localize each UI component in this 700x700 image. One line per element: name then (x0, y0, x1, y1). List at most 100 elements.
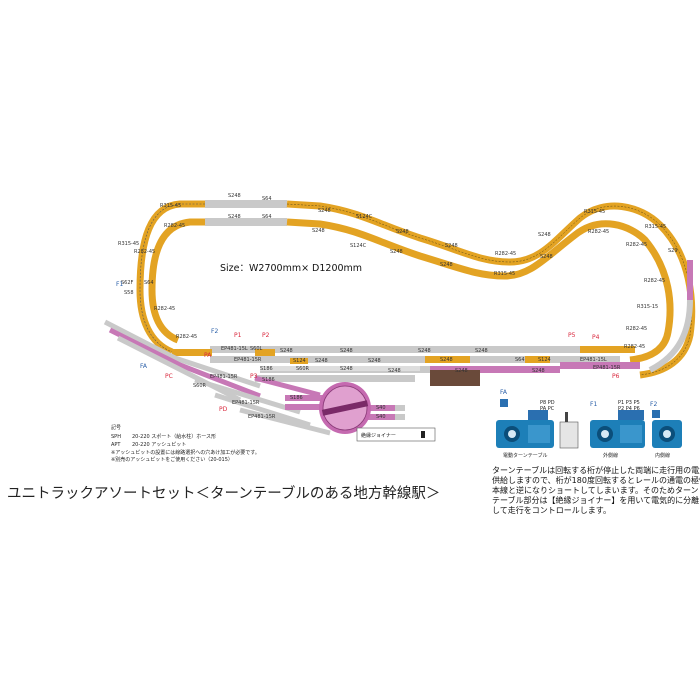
feeder-fa: FA (140, 363, 148, 370)
insulated-joiner-legend: 絶縁ジョイナー (356, 427, 436, 442)
svg-text:S248: S248 (455, 368, 468, 374)
svg-text:供給しますので、桁が180度回転するとレールの通電の極性が: 供給しますので、桁が180度回転するとレールの通電の極性が (492, 475, 700, 485)
svg-text:S248: S248 (368, 358, 381, 364)
svg-text:R315-45: R315-45 (118, 241, 139, 247)
svg-text:EP481-15R: EP481-15R (593, 365, 621, 371)
inner-line-controller (652, 420, 682, 448)
svg-text:S248: S248 (312, 228, 325, 234)
point-p4: P4 (592, 334, 600, 341)
svg-text:S60L: S60L (250, 346, 263, 352)
svg-text:S186: S186 (262, 377, 275, 383)
station-tracks (172, 346, 640, 386)
svg-text:S64: S64 (515, 357, 525, 363)
svg-text:R315-45: R315-45 (584, 209, 605, 215)
svg-text:R282-45: R282-45 (588, 229, 609, 235)
svg-text:S124: S124 (293, 358, 306, 364)
svg-text:S248: S248 (540, 254, 553, 260)
outer-line-controller (590, 420, 645, 448)
svg-text:S40: S40 (376, 405, 386, 411)
svg-text:EP481-15R: EP481-15R (232, 400, 260, 406)
svg-text:APT: APT (111, 442, 121, 448)
svg-text:SPH: SPH (111, 434, 121, 440)
svg-text:EP481-15R: EP481-15R (248, 414, 276, 420)
svg-text:して走行をコントロールします。: して走行をコントロールします。 (492, 505, 611, 515)
svg-text:内側線: 内側線 (655, 452, 670, 459)
svg-text:ターンテーブルは回転する桁が停止した両端に走行用の電力を: ターンテーブルは回転する桁が停止した両端に走行用の電力を (492, 465, 700, 475)
svg-text:R282-45: R282-45 (624, 344, 645, 350)
svg-text:記号: 記号 (111, 424, 121, 431)
svg-text:20-220 スポート（給水柱）ホース形: 20-220 スポート（給水柱）ホース形 (132, 433, 216, 440)
turntable (319, 382, 371, 434)
point-p5: P5 (568, 332, 576, 339)
point-p6: P6 (612, 373, 620, 380)
svg-text:電動ターンテーブル: 電動ターンテーブル (503, 452, 547, 459)
svg-text:EP481-15L: EP481-15L (221, 346, 248, 352)
s248-top-2 (205, 218, 287, 226)
svg-text:S124: S124 (538, 357, 551, 363)
point-pc: PC (165, 373, 173, 380)
svg-text:※別売のアッシュピットをご使用ください（20-015）: ※別売のアッシュピットをご使用ください（20-015） (111, 456, 233, 463)
svg-text:S248: S248 (388, 368, 401, 374)
svg-text:S186: S186 (290, 395, 303, 401)
legend: 記号 SPH 20-220 スポート（給水柱）ホース形 APT 20-220 ア… (111, 424, 260, 463)
outer-loop-track (136, 200, 696, 379)
svg-text:S40: S40 (376, 414, 386, 420)
svg-text:S64: S64 (144, 280, 154, 286)
svg-text:S64: S64 (262, 196, 272, 202)
feeder-fa-box (500, 399, 508, 407)
svg-text:S248: S248 (396, 229, 409, 235)
svg-text:P2 P4 P6: P2 P4 P6 (618, 406, 640, 412)
svg-text:※アッシュピットの設置には線路選択への穴あけ加工が必要です。: ※アッシュピットの設置には線路選択への穴あけ加工が必要です。 (111, 449, 260, 456)
turntable-unit (559, 421, 579, 449)
svg-text:本線と逆になりショートしてしまいます。そのためターン: 本線と逆になりショートしてしまいます。そのためターン (492, 485, 699, 495)
description: ターンテーブルは回転する桁が停止した両端に走行用の電力を 供給しますので、桁が1… (492, 465, 700, 515)
svg-text:R282-45: R282-45 (134, 249, 155, 255)
point-labels: P1 P2 P3 P4 P5 P6 PA PC PD (165, 332, 620, 413)
svg-text:EP481-15L: EP481-15L (580, 357, 607, 363)
svg-text:S60R: S60R (296, 366, 310, 372)
track-labels: S248 S64 S248 S64 S248 S248 S124C S124C … (118, 193, 678, 420)
svg-text:R315-45: R315-45 (160, 203, 181, 209)
svg-text:S248: S248 (440, 262, 453, 268)
svg-text:S248: S248 (532, 368, 545, 374)
svg-text:S248: S248 (280, 348, 293, 354)
svg-text:P8 PD: P8 PD (540, 400, 555, 406)
page-title: ユニトラックアソートセット＜ターンテーブルのある地方幹線駅＞ (7, 484, 440, 502)
svg-text:R282-45: R282-45 (626, 326, 647, 332)
svg-text:S248: S248 (390, 249, 403, 255)
svg-text:S186: S186 (260, 366, 273, 372)
svg-text:R315-15: R315-15 (637, 304, 658, 310)
svg-text:F1: F1 (590, 401, 597, 408)
svg-text:S248: S248 (340, 348, 353, 354)
svg-text:F2: F2 (650, 401, 657, 408)
controller-diagrams: FA P8 PD PA PC 電動ターンテーブル F1 P1 P3 P5 P2 … (496, 389, 682, 459)
point-pa: PA (204, 352, 212, 359)
yard-tracks (103, 319, 405, 436)
svg-text:S248: S248 (440, 357, 453, 363)
svg-text:EP481-15R: EP481-15R (210, 374, 238, 380)
svg-text:S248: S248 (340, 366, 353, 372)
svg-text:R282-45: R282-45 (154, 306, 175, 312)
layout-size-label: Size：W2700mm× D1200mm (220, 263, 362, 274)
point-pd: PD (219, 406, 228, 413)
svg-text:S248: S248 (475, 348, 488, 354)
svg-text:S248: S248 (228, 214, 241, 220)
svg-text:R282-45: R282-45 (644, 278, 665, 284)
svg-text:R282-45: R282-45 (495, 251, 516, 257)
svg-text:R315-45: R315-45 (494, 271, 515, 277)
feeder-f1: F1 (116, 281, 123, 288)
s248-top-1 (205, 200, 287, 208)
svg-text:FA: FA (500, 389, 508, 396)
svg-text:R282-45: R282-45 (176, 334, 197, 340)
svg-text:S248: S248 (228, 193, 241, 199)
svg-text:S248: S248 (315, 358, 328, 364)
svg-text:テーブル部分は【絶縁ジョイナー】を用いて電気的に分離: テーブル部分は【絶縁ジョイナー】を用いて電気的に分離 (492, 495, 699, 505)
turntable-controller (496, 420, 554, 448)
svg-text:絶縁ジョイナー: 絶縁ジョイナー (361, 432, 396, 439)
svg-text:S248: S248 (538, 232, 551, 238)
svg-text:P1 P3 P5: P1 P3 P5 (618, 400, 640, 406)
svg-text:S62F: S62F (121, 280, 134, 286)
point-p1: P1 (234, 332, 242, 339)
svg-text:S58: S58 (124, 290, 134, 296)
svg-text:R282-45: R282-45 (164, 223, 185, 229)
